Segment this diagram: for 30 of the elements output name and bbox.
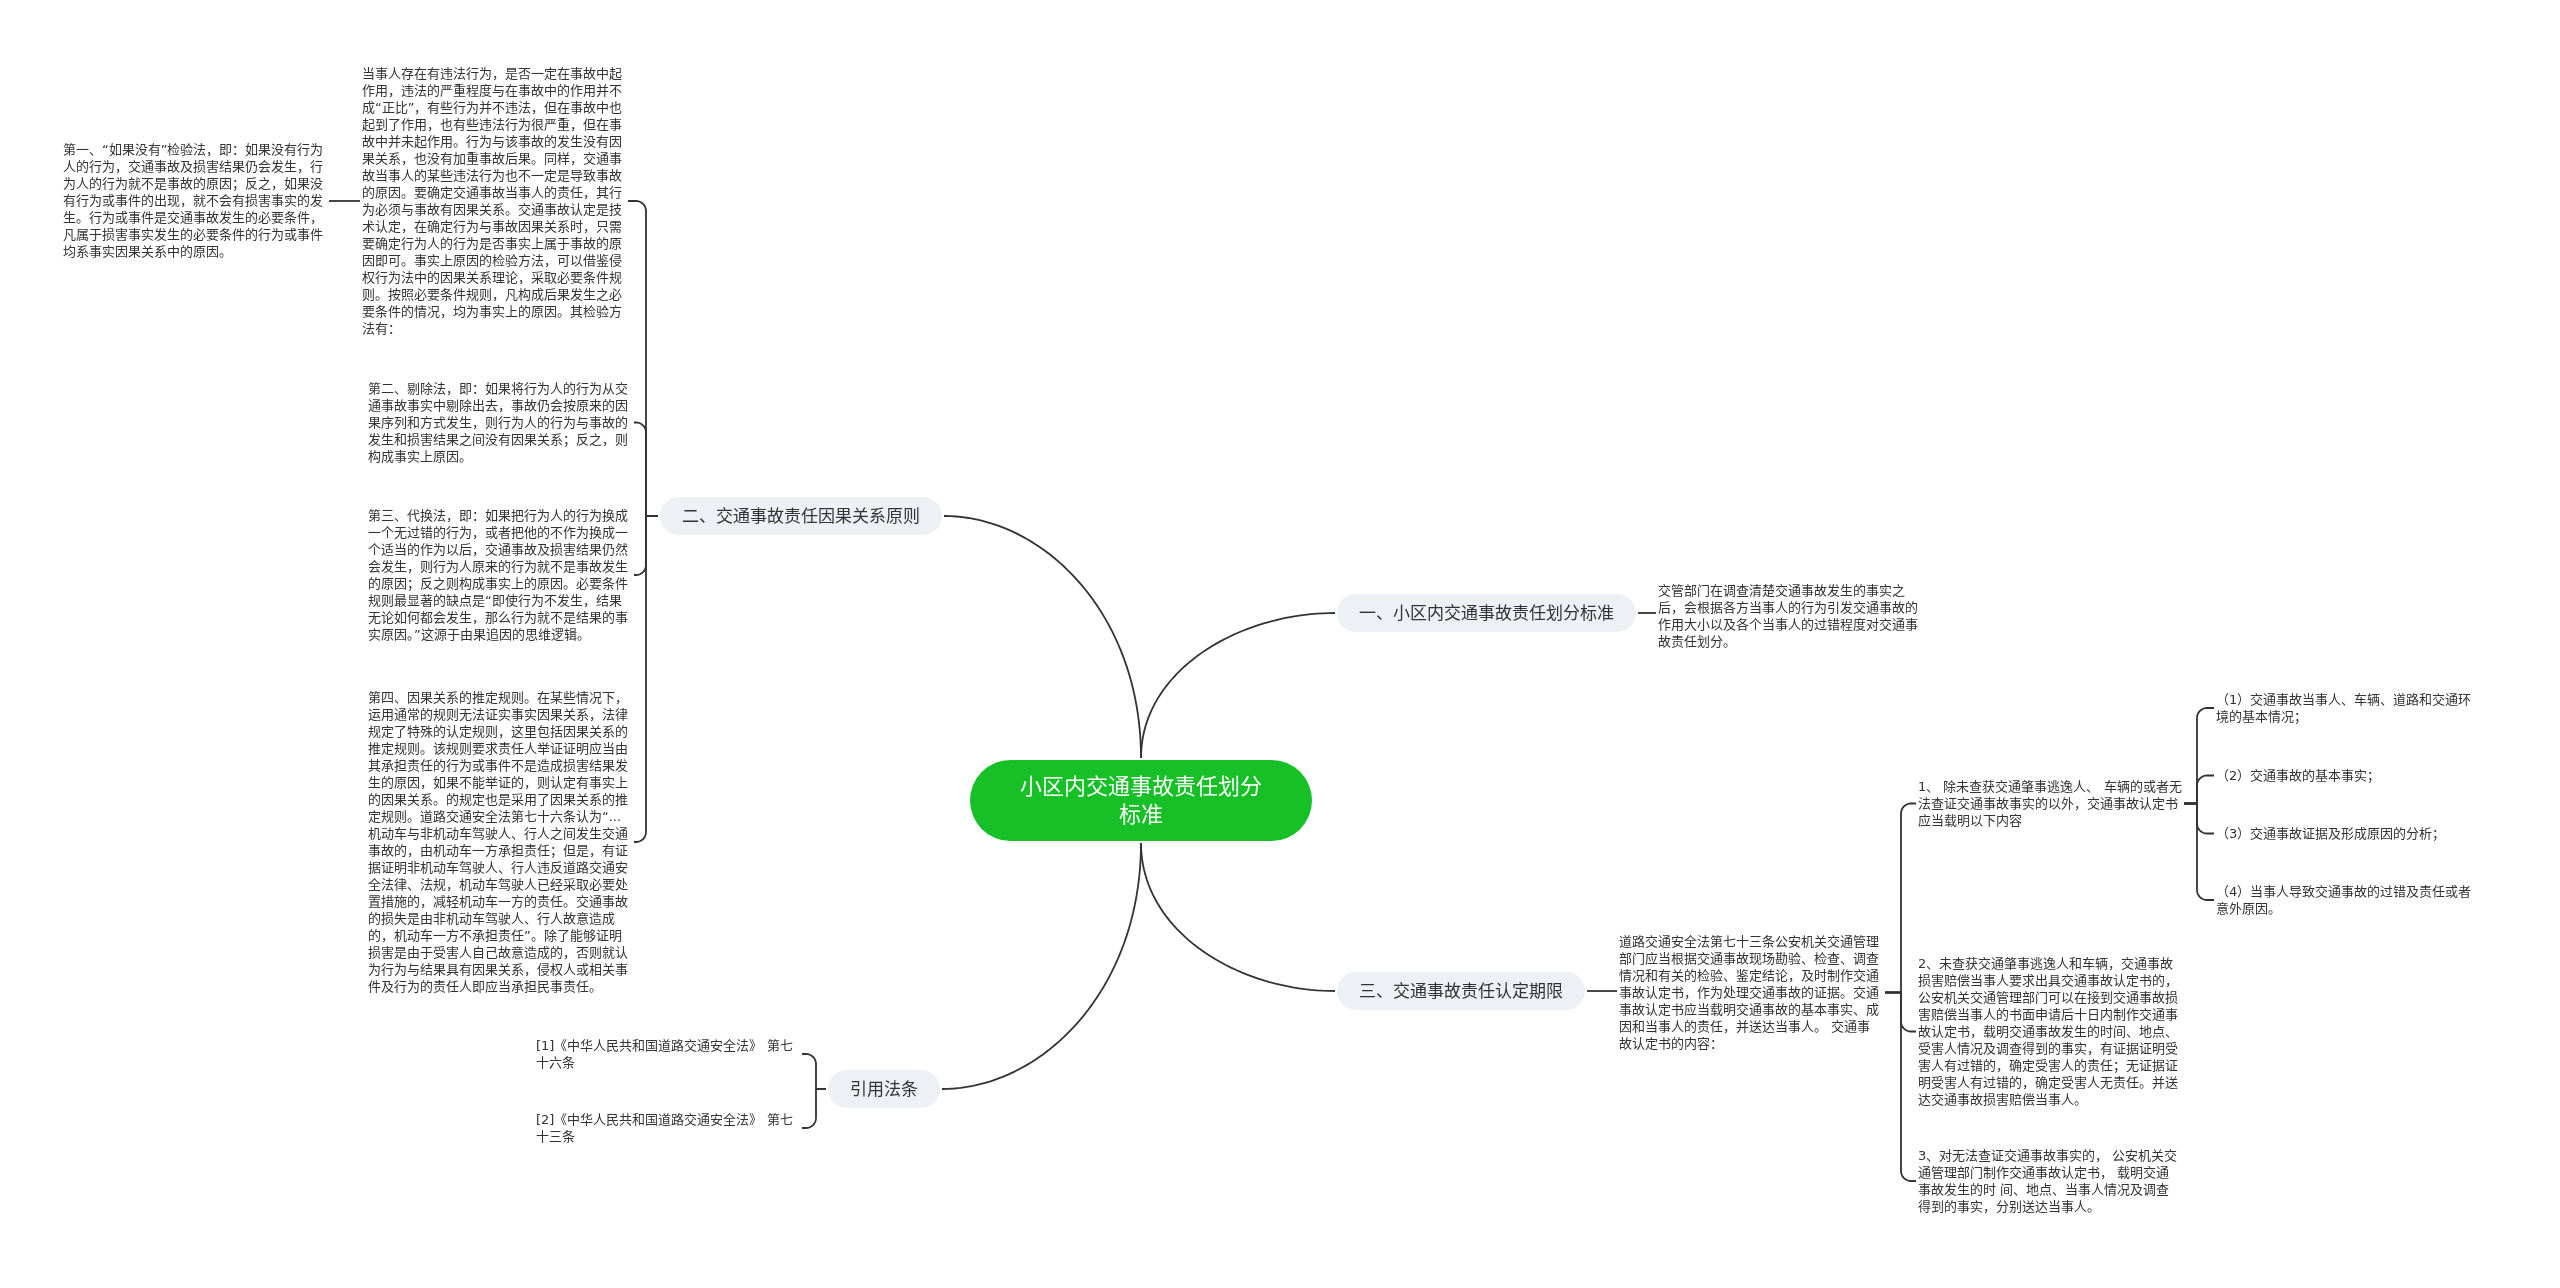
note-text: （4）当事人导致交通事故的过错及责任或者意外原因。 bbox=[2216, 883, 2480, 917]
note-text: 道路交通安全法第七十三条公安机关交通管理部门应当根据交通事故现场勘验、检查、调查情况和有关的检验、鉴定结论，及时制作交通事故认定书，作为处理交通事故的证据。交通事故认定书应当载明交通事故的基本事实、成因和当事人的责任，并送达当事人。 交通事故认定书的内容： bbox=[1619, 933, 1883, 1052]
bracket-connector bbox=[633, 515, 659, 843]
connector-line bbox=[1586, 990, 1618, 992]
bracket-connector bbox=[1884, 991, 1917, 1182]
branch-curve bbox=[943, 515, 1142, 759]
note-text: （1）交通事故当事人、车辆、道路和交通环境的基本情况； bbox=[2216, 691, 2480, 725]
branch-topic: 二、交通事故责任因果关系原则 bbox=[660, 497, 942, 535]
note-text: 第三、代换法，即：如果把行为人的行为换成一个无过错的行为，或者把他的不作为换成一个适当的作为以后，交通事故及损害结果仍然会发生，则行为人原来的行为就不是事故发生的原因；反之则构成事实上的原因。必要条件规则最显著的缺点是“即使行为不发生，结果无论如何都会发生，那么行为就不是结果的事实原因。”这源于由果追因的思维逻辑。 bbox=[368, 507, 632, 643]
bracket-connector bbox=[2183, 802, 2215, 901]
branch-curve bbox=[941, 842, 1142, 1090]
note-text: 1、 除未查获交通肇事逃逸人、 车辆的或者无法查证交通事故事实的以外，交通事故认定书应当载明以下内容 bbox=[1918, 778, 2182, 829]
note-text: [2]《中华人民共和国道路交通安全法》 第七十三条 bbox=[536, 1111, 800, 1145]
branch-topic: 引用法条 bbox=[828, 1070, 940, 1108]
note-text: [1]《中华人民共和国道路交通安全法》 第七十六条 bbox=[536, 1037, 800, 1071]
connector-line bbox=[1637, 612, 1657, 614]
note-text: 当事人存在有违法行为，是否一定在事故中起作用，违法的严重程度与在事故中的作用并不成“正比”，有些行为并不违法，但在事故中也起到了作用，也有些违法行为很严重，但在事故中并未起作用。行为与该事故的发生没有因果关系，也没有加重事故后果。同样，交通事故当事人的某些违法行为也不一定是导致事故的原因。要确定交通事故当事人的责任，其行为必须与事故有因果关系。交通事故认定是技术认定，在确定行为与事故因果关系时，只需要确定行为人的行为是否事实上属于事故的原因即可。事实上原因的检验方法，可以借鉴侵权行为法中的因果关系理论，采取必要条件规则。按照必要条件规则，凡构成后果发生之必要条件的情况，均为事实上的原因。其检验方法有： bbox=[362, 65, 626, 337]
central-topic: 小区内交通事故责任划分标准 bbox=[970, 760, 1312, 841]
note-text: 2、未查获交通肇事逃逸人和车辆，交通事故损害赔偿当事人要求出具交通事故认定书的，公安机关交通管理部门可以在接到交通事故损害赔偿当事人的书面申请后十日内制作交通事故认定书，载明交通事故发生的时间、地点、受害人情况及调查得到的事实，有证据证明受害人有过错的，确定受害人的责任；无证据证明受害人有过错的，确定受害人无责任。并送达交通事故损害赔偿当事人。 bbox=[1918, 955, 2182, 1108]
note-text: 第一、“如果没有”检验法，即：如果没有行为人的行为，交通事故及损害结果仍会发生，行为人的行为就不是事故的原因；反之，如果没有行为或事件的出现，就不会有损害事实的发生。行为或事件是交通事故发生的必要条件，凡属于损害事实发生的必要条件的行为或事件均系事实因果关系中的原因。 bbox=[63, 141, 327, 260]
note-text: 交管部门在调查清楚交通事故发生的事实之后，会根据各方当事人的行为引发交通事故的作用大小以及各个当事人的过错程度对交通事故责任划分。 bbox=[1658, 582, 1922, 650]
note-text: （2）交通事故的基本事实； bbox=[2216, 767, 2480, 784]
note-text: 第四、因果关系的推定规则。在某些情况下，运用通常的规则无法证实事实因果关系，法律规定了特殊的认定规则，这里包括因果关系的推定规则。该规则要求责任人举证证明应当由其承担责任的行为或事件不是造成损害结果发生的原因，如果不能举证的，则认定有事实上的因果关系。的规定也是采用了因果关系的推定规则。道路交通安全法第七十六条认为“...机动车与非机动车驾驶人、行人之间发生交通事故的，由机动车一方承担责任；但是，有证据证明非机动车驾驶人、行人违反道路交通安全法律、法规，机动车驾驶人已经采取必要处置措施的，减轻机动车一方的责任。交通事故的损失是由非机动车驾驶人、行人故意造成的，机动车一方不承担责任”。除了能够证明损害是由于受害人自己故意造成的，否则就认为行为与结果具有因果关系，侵权人或相关事件及行为的责任人即应当承担民事责任。 bbox=[368, 689, 632, 995]
branch-topic: 一、小区内交通事故责任划分标准 bbox=[1337, 594, 1636, 632]
bracket-connector bbox=[801, 1088, 827, 1129]
note-text: 第二、剔除法，即：如果将行为人的行为从交通事故事实中剔除出去，事故仍会按原来的因果序列和方式发生，则行为人的行为与事故的发生和损害结果之间没有因果关系；反之，则构成事实上原因。 bbox=[368, 380, 632, 465]
note-text: （3）交通事故证据及形成原因的分析； bbox=[2216, 825, 2480, 842]
branch-topic: 三、交通事故责任认定期限 bbox=[1337, 972, 1585, 1010]
connector-line bbox=[328, 200, 361, 202]
note-text: 3、对无法查证交通事故事实的， 公安机关交通管理部门制作交通事故认定书， 载明交通事故发生的时 间、地点、当事人情况及调查得到的事实，分别送达当事人。 bbox=[1918, 1147, 2182, 1215]
